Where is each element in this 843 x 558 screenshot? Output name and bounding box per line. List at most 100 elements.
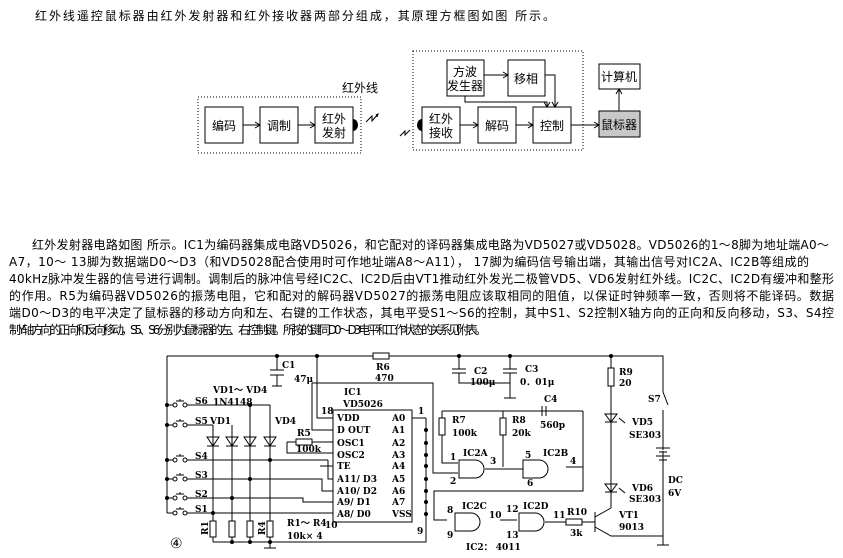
ir-ray-in-icon [399,129,411,137]
description-paragraph: 红外发射器电路如图 所示。IC1为编码器集成电路VD5026，和它配对的译码器集… [9,237,834,337]
pin-label: 11 [553,511,566,521]
modulate-block [259,106,299,144]
r9-value: 20 [619,379,632,389]
mouse-label: 鼠标器 [601,118,637,132]
ic2b-label: IC2B [543,449,569,459]
block-diagram: 红外线 编码 调制 红外 发射 方波 发生器 移相 红外 接收 解码 控制 鼠标… [197,50,641,154]
vd5-type: SE303 [629,431,661,441]
s7-label: S7 [648,395,661,405]
pin-label: 10 [489,511,502,521]
paragraph-line: 的作用。R5为编码器VD5026的振荡电阻，它和配对的解码器VD5027的振荡电… [9,288,834,303]
ir-receive-label-2: 接收 [429,125,453,140]
paragraph-line: 40kHz脉冲发生器的信号进行调制。调制后的脉冲信号经IC2C、IC2D后由VT… [9,271,834,286]
s5-label: S5 [195,417,208,427]
r10-label: R10 [567,508,587,518]
intro-text: 红外线遥控鼠标器由红外发射器和红外接收器两部分组成，其原理方框图如图 所示。 [35,8,555,23]
pin-label: 4 [570,457,576,467]
transmitter-group [197,96,362,154]
ic1-left-pin: TE [337,462,351,472]
c3-label: C3 [525,365,538,375]
pin-label: 9 [447,531,453,541]
ic1-right-pin: A1 [391,426,405,436]
s6-label: S6 [195,397,208,407]
diodes-type: 1N4148 [213,398,253,408]
square-wave-label-2: 发生器 [447,78,483,93]
ic1-right-pin: A0 [391,414,405,424]
ic1-type: VD5026 [342,400,383,410]
pin-10: 10 [325,521,338,531]
c2-value: 100μ [470,378,496,388]
ic1-left-pin: A10/ D2 [336,487,377,497]
emitter-lens-icon [353,119,358,131]
modulate-label: 调制 [267,119,291,133]
pin-label: 3 [490,457,496,467]
vt1-type: 9013 [619,523,644,533]
switch-column: S6 S5 S4 S3 S2 S1 [167,397,337,516]
dc-value: 6V [668,489,682,499]
ic1-left-pin: A11/ D3 [336,475,377,485]
c1-label: C1 [282,361,295,371]
pin-label: 5 [525,451,531,461]
ic1-right-pin: A6 [391,487,405,497]
s1-label: S1 [195,505,208,515]
decode-block [477,106,517,144]
receiver-group [412,50,584,151]
pin-label: 6 [527,479,533,489]
s3-label: S3 [195,471,208,481]
r9-label: R9 [619,368,633,378]
r6-value: 470 [375,374,394,384]
vd5-label: VD5 [631,418,653,428]
vd4-label: VD4 [274,417,296,427]
r8-label: R8 [512,416,526,426]
r4-label: R4 [258,521,268,535]
r8-value: 20k [512,429,532,439]
c4-label: C4 [544,395,557,405]
phase-shift-label: 移相 [514,72,538,86]
ir-emit-label-1: 红外 [322,111,346,126]
ic1-left-pin: VDD [336,414,360,424]
phase-shift-block [507,59,546,97]
ic1-left-pin: OSC2 [337,451,365,461]
ic1-right-pin: A2 [391,439,405,449]
pin-label: 13 [506,531,519,541]
vd6-type: SE303 [629,495,661,505]
pin-label: 12 [506,505,519,515]
square-wave-label-1: 方波 [453,64,477,79]
r5-label: R5 [297,429,311,439]
mouse-block [598,110,641,138]
ic1-left-pin: D OUT [337,426,371,436]
ic1-label: IC1 [344,388,362,398]
pin-9: 9 [417,527,423,537]
c4-value: 560p [540,421,565,431]
ic1-right-pin: A3 [391,451,405,461]
s4-label: S4 [195,452,208,462]
diode-array: VD1～ VD4 1N4148 VD1 VD4 R1 R4 R1～ R4 10k… [170,386,327,552]
ic1-left-pin: A9/ D1 [336,498,371,508]
pin-18: 18 [321,407,334,417]
dc-label: DC [668,476,683,486]
ir-receive-label-1: 红外 [429,111,453,126]
ic1-right-pin: A4 [391,462,405,472]
diodes-label: VD1～ VD4 [212,386,267,396]
encode-block [204,106,244,144]
ic1-right-pin: VSS [391,510,412,520]
r6-label: R6 [376,363,390,373]
r7-label: R7 [452,416,466,426]
paragraph-line: 红外发射器电路如图 所示。IC1为编码器集成电路VD5026，和它配对的译码器集… [32,237,829,252]
r-range-label: R1～ R4 [287,519,327,529]
ir-receive-block [421,106,461,144]
ic2a-label: IC2A [463,449,489,459]
c1-value: 47μ [294,375,314,385]
ir-label: 红外线 [342,80,378,95]
ic2c-label: IC2C [462,502,487,512]
s2-label: S2 [195,490,208,500]
r7-value: 100k [452,429,478,439]
ic2d-label: IC2D [523,502,549,512]
r5-value: 100k [296,445,322,455]
ic1-chip [332,409,413,523]
pin-1: 1 [418,407,424,417]
decode-label: 解码 [485,119,509,133]
ic2-label: IC2： 4011 [466,543,521,553]
pin-label: 2 [450,477,456,487]
